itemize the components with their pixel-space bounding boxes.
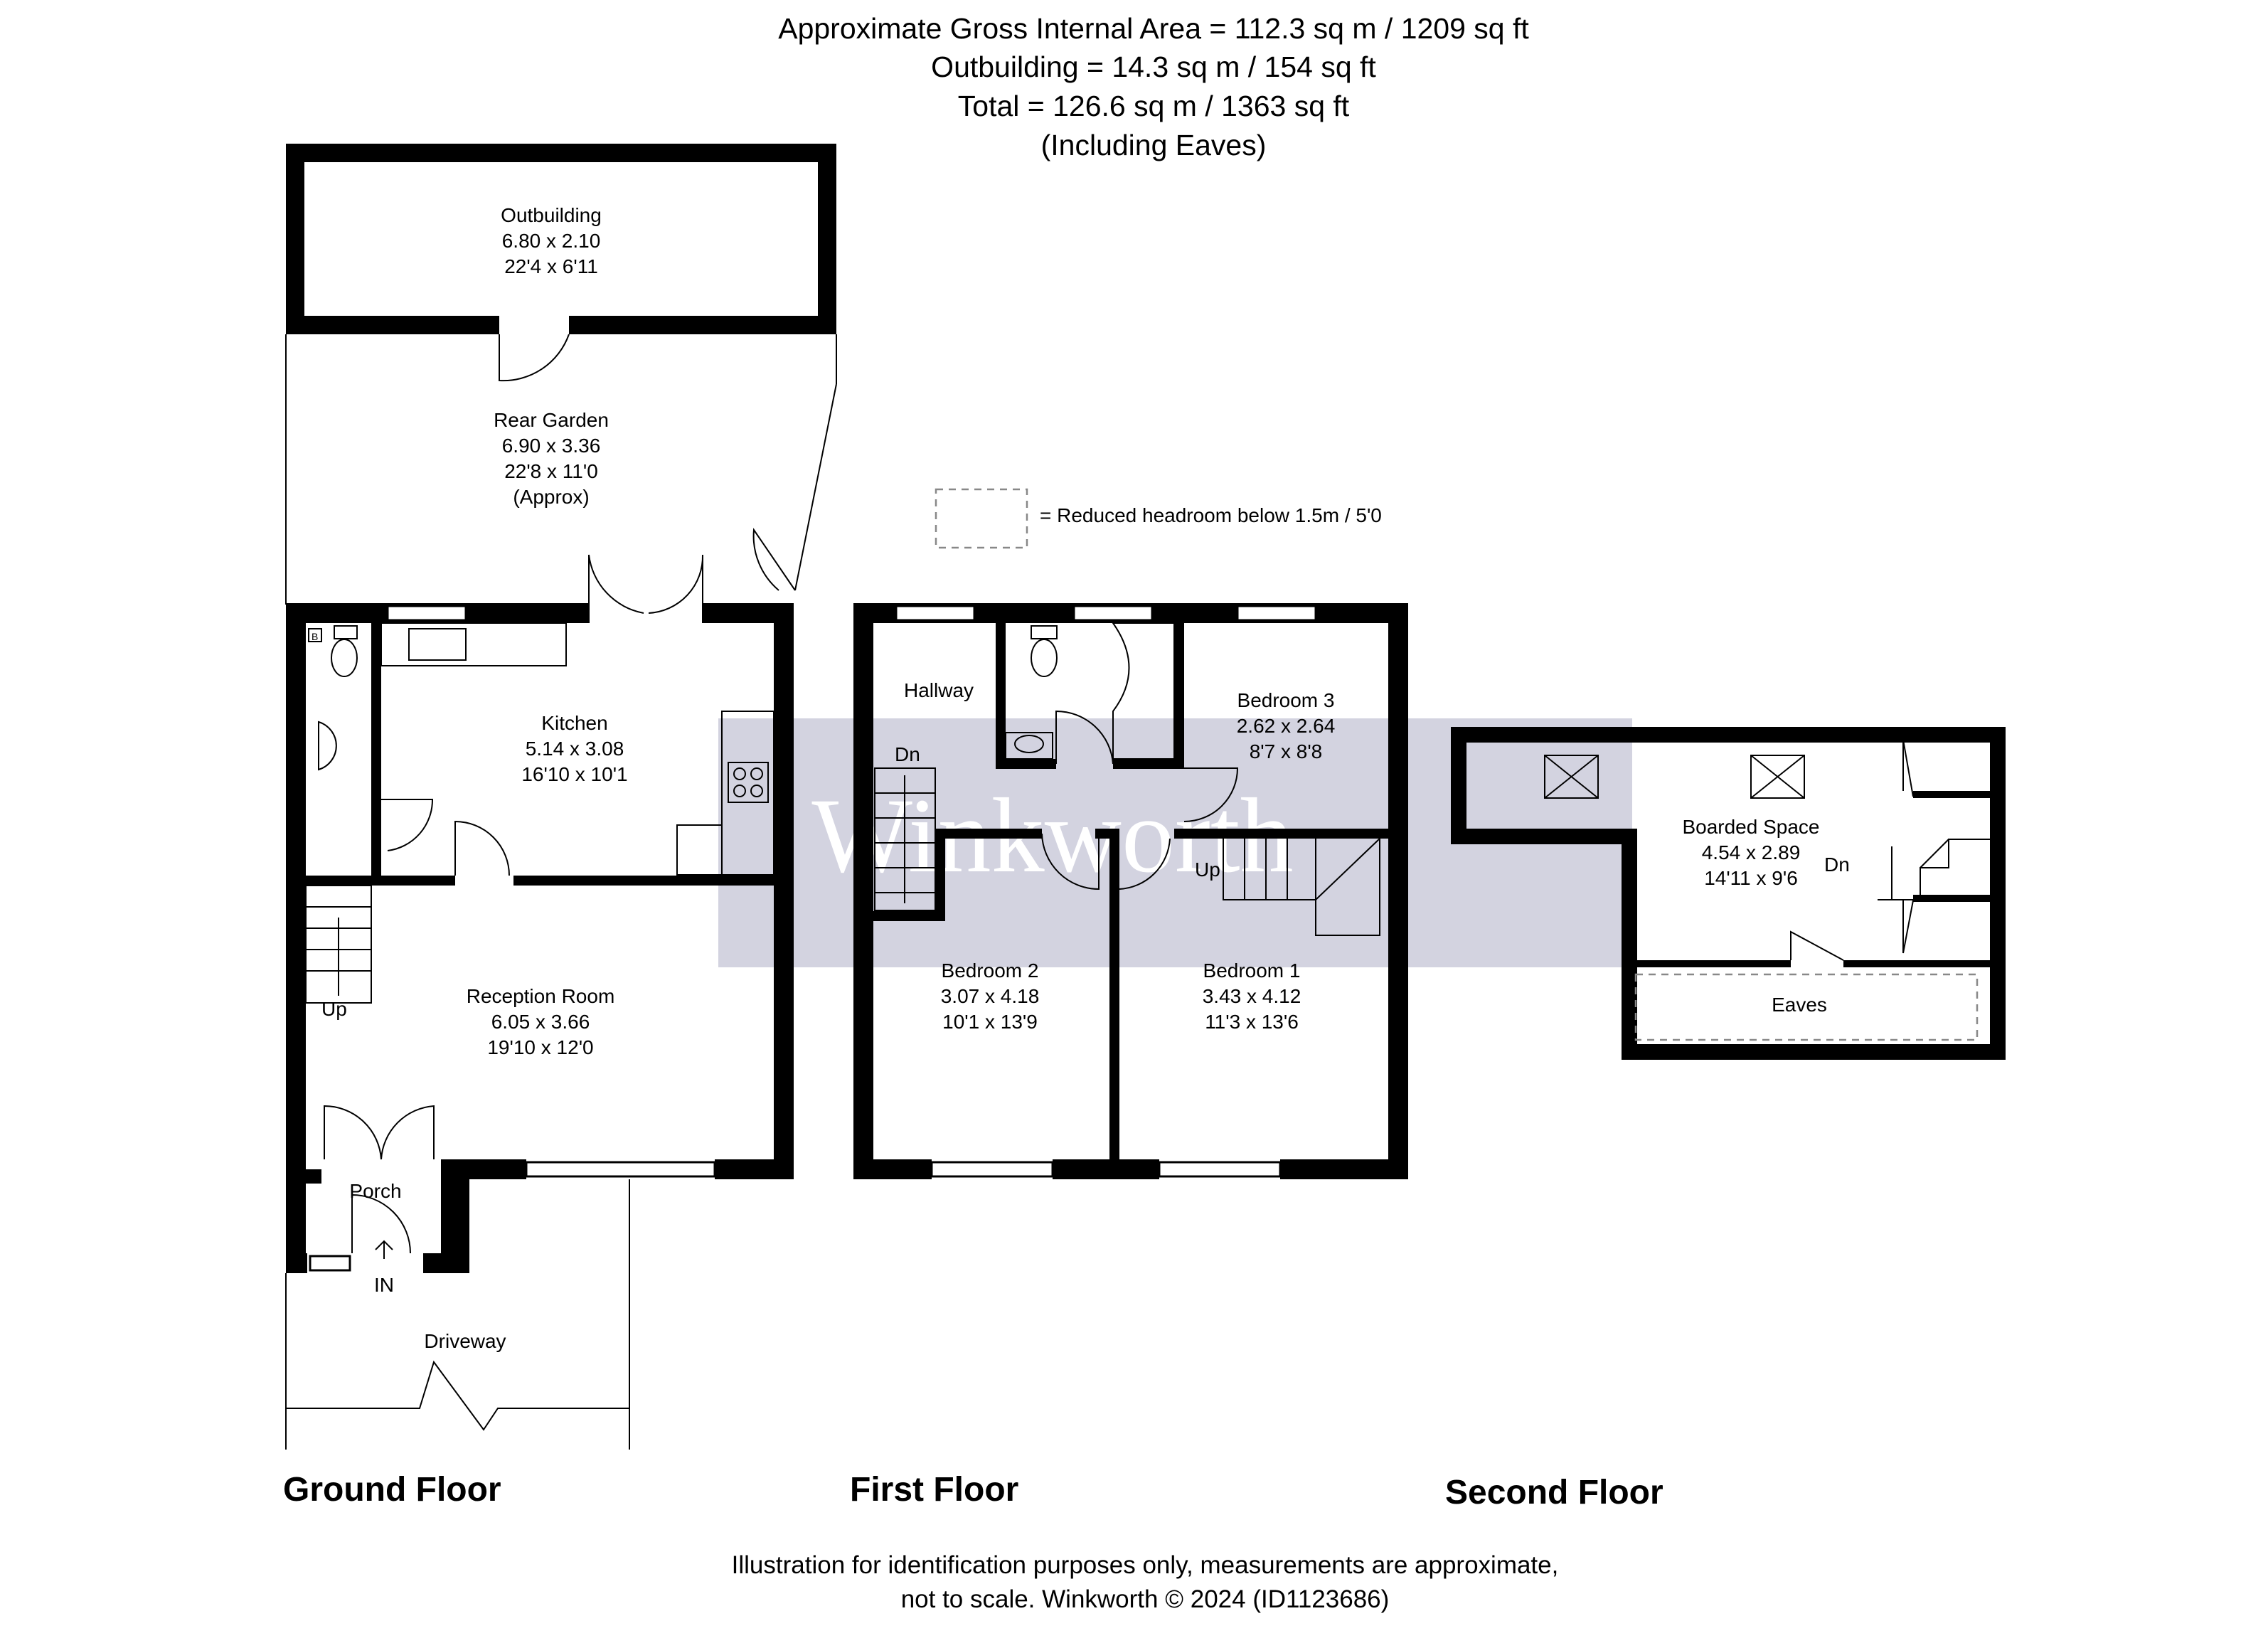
rear-garden-imperial: 22'8 x 11'0	[504, 460, 598, 482]
ground-stairs-up-label: Up	[321, 998, 347, 1020]
kitchen-name: Kitchen	[541, 712, 607, 734]
kitchen-imperial: 16'10 x 10'1	[521, 763, 627, 785]
reception-name: Reception Room	[467, 985, 615, 1007]
bedroom2-metric: 3.07 x 4.18	[941, 985, 1040, 1007]
gross-area-text: Approximate Gross Internal Area = 112.3 …	[778, 12, 1529, 45]
ground-windows	[309, 605, 716, 1272]
second-walls	[1451, 727, 2006, 1060]
second-stairs-dn-label: Dn	[1824, 854, 1850, 876]
wc-toilet-icon	[331, 639, 358, 677]
legend-text: = Reduced headroom below 1.5m / 5'0	[1040, 504, 1382, 526]
bath-icon	[1112, 622, 1175, 760]
reception-metric: 6.05 x 3.66	[491, 1011, 590, 1033]
outbuilding-area-text: Outbuilding = 14.3 sq m / 154 sq ft	[931, 50, 1376, 83]
entrance-arrow-icon	[375, 1240, 393, 1259]
entrance-label: IN	[374, 1274, 394, 1296]
bedroom1-name: Bedroom 1	[1203, 959, 1301, 982]
first-windows	[895, 605, 1317, 1178]
rooflight-icon	[1544, 755, 1599, 799]
bedroom2-name: Bedroom 2	[942, 959, 1039, 982]
rear-garden	[285, 334, 837, 605]
outbuilding-metric: 6.80 x 2.10	[502, 230, 601, 252]
bathroom-toilet-icon	[1031, 639, 1058, 677]
boiler-label: B	[312, 631, 318, 642]
bedroom3-metric: 2.62 x 2.64	[1237, 715, 1336, 737]
rear-garden-name: Rear Garden	[494, 409, 609, 431]
ground-floor-title: Ground Floor	[283, 1471, 501, 1509]
eaves-name: Eaves	[1772, 994, 1827, 1016]
ground-floor-plan: B Up	[285, 144, 837, 1450]
bedroom1-metric: 3.43 x 4.12	[1203, 985, 1301, 1007]
first-doors	[1041, 710, 1239, 891]
first-walls	[853, 603, 1408, 1179]
bedroom2-imperial: 10'1 x 13'9	[942, 1011, 1038, 1033]
driveway	[285, 1179, 630, 1450]
first-floor-title: First Floor	[850, 1471, 1018, 1509]
ground-fixtures: B	[308, 622, 774, 876]
outbuilding-name: Outbuilding	[501, 204, 602, 226]
hob-icon	[728, 762, 769, 803]
boarded-space-imperial: 14'11 x 9'6	[1704, 867, 1798, 889]
area-summary: Approximate Gross Internal Area = 112.3 …	[778, 12, 1529, 161]
bathroom-basin-icon	[1005, 732, 1053, 760]
driveway-name: Driveway	[424, 1330, 506, 1352]
rear-garden-note: (Approx)	[513, 486, 589, 508]
rear-garden-metric: 6.90 x 3.36	[502, 435, 601, 457]
ground-doors	[324, 554, 704, 1254]
ground-stairs: Up	[305, 885, 372, 1020]
total-area-text: Total = 126.6 sq m / 1363 sq ft	[958, 90, 1350, 122]
first-labels: Hallway Bedroom 3 2.62 x 2.64 8'7 x 8'8 …	[904, 679, 1335, 1033]
second-fixtures	[1544, 739, 1979, 1041]
bedroom3-imperial: 8'7 x 8'8	[1250, 740, 1323, 762]
outbuilding-imperial: 22'4 x 6'11	[504, 255, 598, 277]
eaves-reduced-headroom	[1634, 973, 1979, 1041]
porch-name: Porch	[349, 1180, 401, 1202]
ground-walls	[286, 603, 794, 1273]
first-fixtures	[1005, 622, 1175, 760]
bedroom1-imperial: 11'3 x 13'6	[1205, 1011, 1299, 1033]
first-stairs: Dn Up	[874, 743, 1380, 936]
rooflight-icon-2	[1750, 755, 1805, 799]
ground-labels: Outbuilding 6.80 x 2.10 22'4 x 6'11 Rear…	[349, 204, 627, 1352]
disclaimer-line2: not to scale. Winkworth © 2024 (ID112368…	[901, 1585, 1390, 1613]
kitchen-metric: 5.14 x 3.08	[526, 738, 624, 760]
outbuilding	[286, 144, 836, 382]
kitchen-sink-icon	[408, 628, 467, 661]
reduced-headroom-swatch	[935, 488, 1028, 549]
boarded-space-metric: 4.54 x 2.89	[1702, 841, 1801, 863]
first-stairs-up-label: Up	[1195, 858, 1220, 881]
eaves-note-text: (Including Eaves)	[1041, 129, 1267, 161]
disclaimer-line1: Illustration for identification purposes…	[732, 1551, 1559, 1579]
second-floor-title: Second Floor	[1445, 1474, 1663, 1511]
reception-imperial: 19'10 x 12'0	[487, 1036, 593, 1058]
second-floor-plan: Dn Boarded Space 4.54 x 2.89 14'11 x 9'6…	[1451, 727, 2006, 1060]
legend: = Reduced headroom below 1.5m / 5'0	[935, 488, 1382, 549]
wc-basin-icon	[318, 721, 337, 771]
hallway-name: Hallway	[904, 679, 974, 701]
first-floor-plan: Dn Up Hallway Bedroom 3 2.62 x 2.64 8'7 …	[853, 603, 1408, 1179]
first-stairs-dn-label: Dn	[895, 743, 920, 765]
second-labels: Boarded Space 4.54 x 2.89 14'11 x 9'6 Ea…	[1682, 816, 1826, 1016]
second-stairs: Dn	[1824, 839, 1990, 900]
boarded-space-name: Boarded Space	[1682, 816, 1819, 838]
bedroom3-name: Bedroom 3	[1237, 689, 1335, 711]
